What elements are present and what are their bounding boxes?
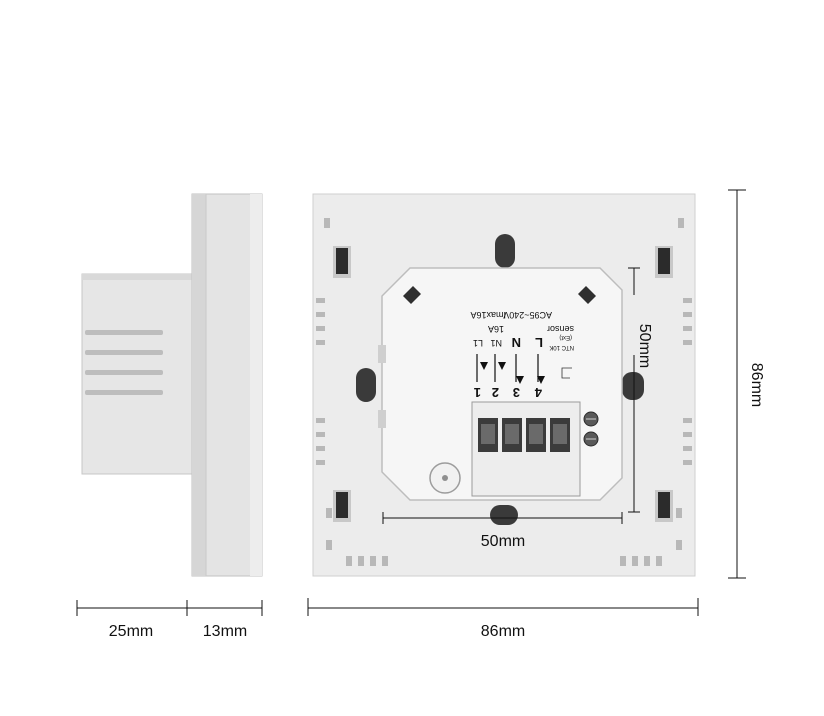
terminal-markings: 4 3 2 1 L N N1 L1 16A AC95~240V Imax16A … bbox=[470, 310, 574, 400]
terminal-label-N1: N1 bbox=[490, 338, 502, 348]
side-vent-slots bbox=[85, 330, 163, 395]
current-rating: Imax16A bbox=[470, 310, 506, 320]
dim-label-86mm-height: 86mm bbox=[748, 363, 765, 407]
side-view bbox=[81, 193, 263, 577]
dim-label-50mm-height: 50mm bbox=[636, 324, 653, 368]
module-side-notches bbox=[378, 345, 386, 428]
voltage-rating: AC95~240V bbox=[503, 310, 552, 320]
sensor-model: NTC 10K bbox=[549, 344, 574, 350]
sensor-sub-label: (Ext) bbox=[559, 334, 572, 340]
dim-label-86mm-width: 86mm bbox=[481, 623, 525, 640]
terminal-number-3: 3 bbox=[513, 385, 520, 400]
terminal-label-L: L bbox=[535, 335, 543, 350]
dim-label-50mm-width: 50mm bbox=[481, 533, 525, 550]
terminal-number-4: 4 bbox=[534, 385, 542, 400]
sensor-label: sensor bbox=[547, 324, 574, 334]
dim-label-25mm: 25mm bbox=[109, 623, 153, 640]
terminal-number-1: 1 bbox=[474, 385, 481, 400]
corner-clips bbox=[333, 246, 673, 522]
terminal-label-L1: L1 bbox=[473, 338, 483, 348]
current-rating-short: 16A bbox=[488, 324, 504, 334]
terminal-arrows bbox=[480, 362, 545, 384]
terminal-block bbox=[471, 401, 599, 497]
terminal-label-N: N bbox=[512, 335, 521, 350]
dimension-lines bbox=[76, 189, 746, 616]
front-view: 4 3 2 1 L N N1 L1 16A AC95~240V Imax16A … bbox=[312, 193, 696, 577]
module-corner-tabs bbox=[403, 286, 596, 304]
dim-label-13mm: 13mm bbox=[203, 623, 247, 640]
plate-vent-holes bbox=[316, 218, 692, 566]
mounting-slots bbox=[356, 234, 644, 525]
terminal-number-2: 2 bbox=[492, 385, 499, 400]
